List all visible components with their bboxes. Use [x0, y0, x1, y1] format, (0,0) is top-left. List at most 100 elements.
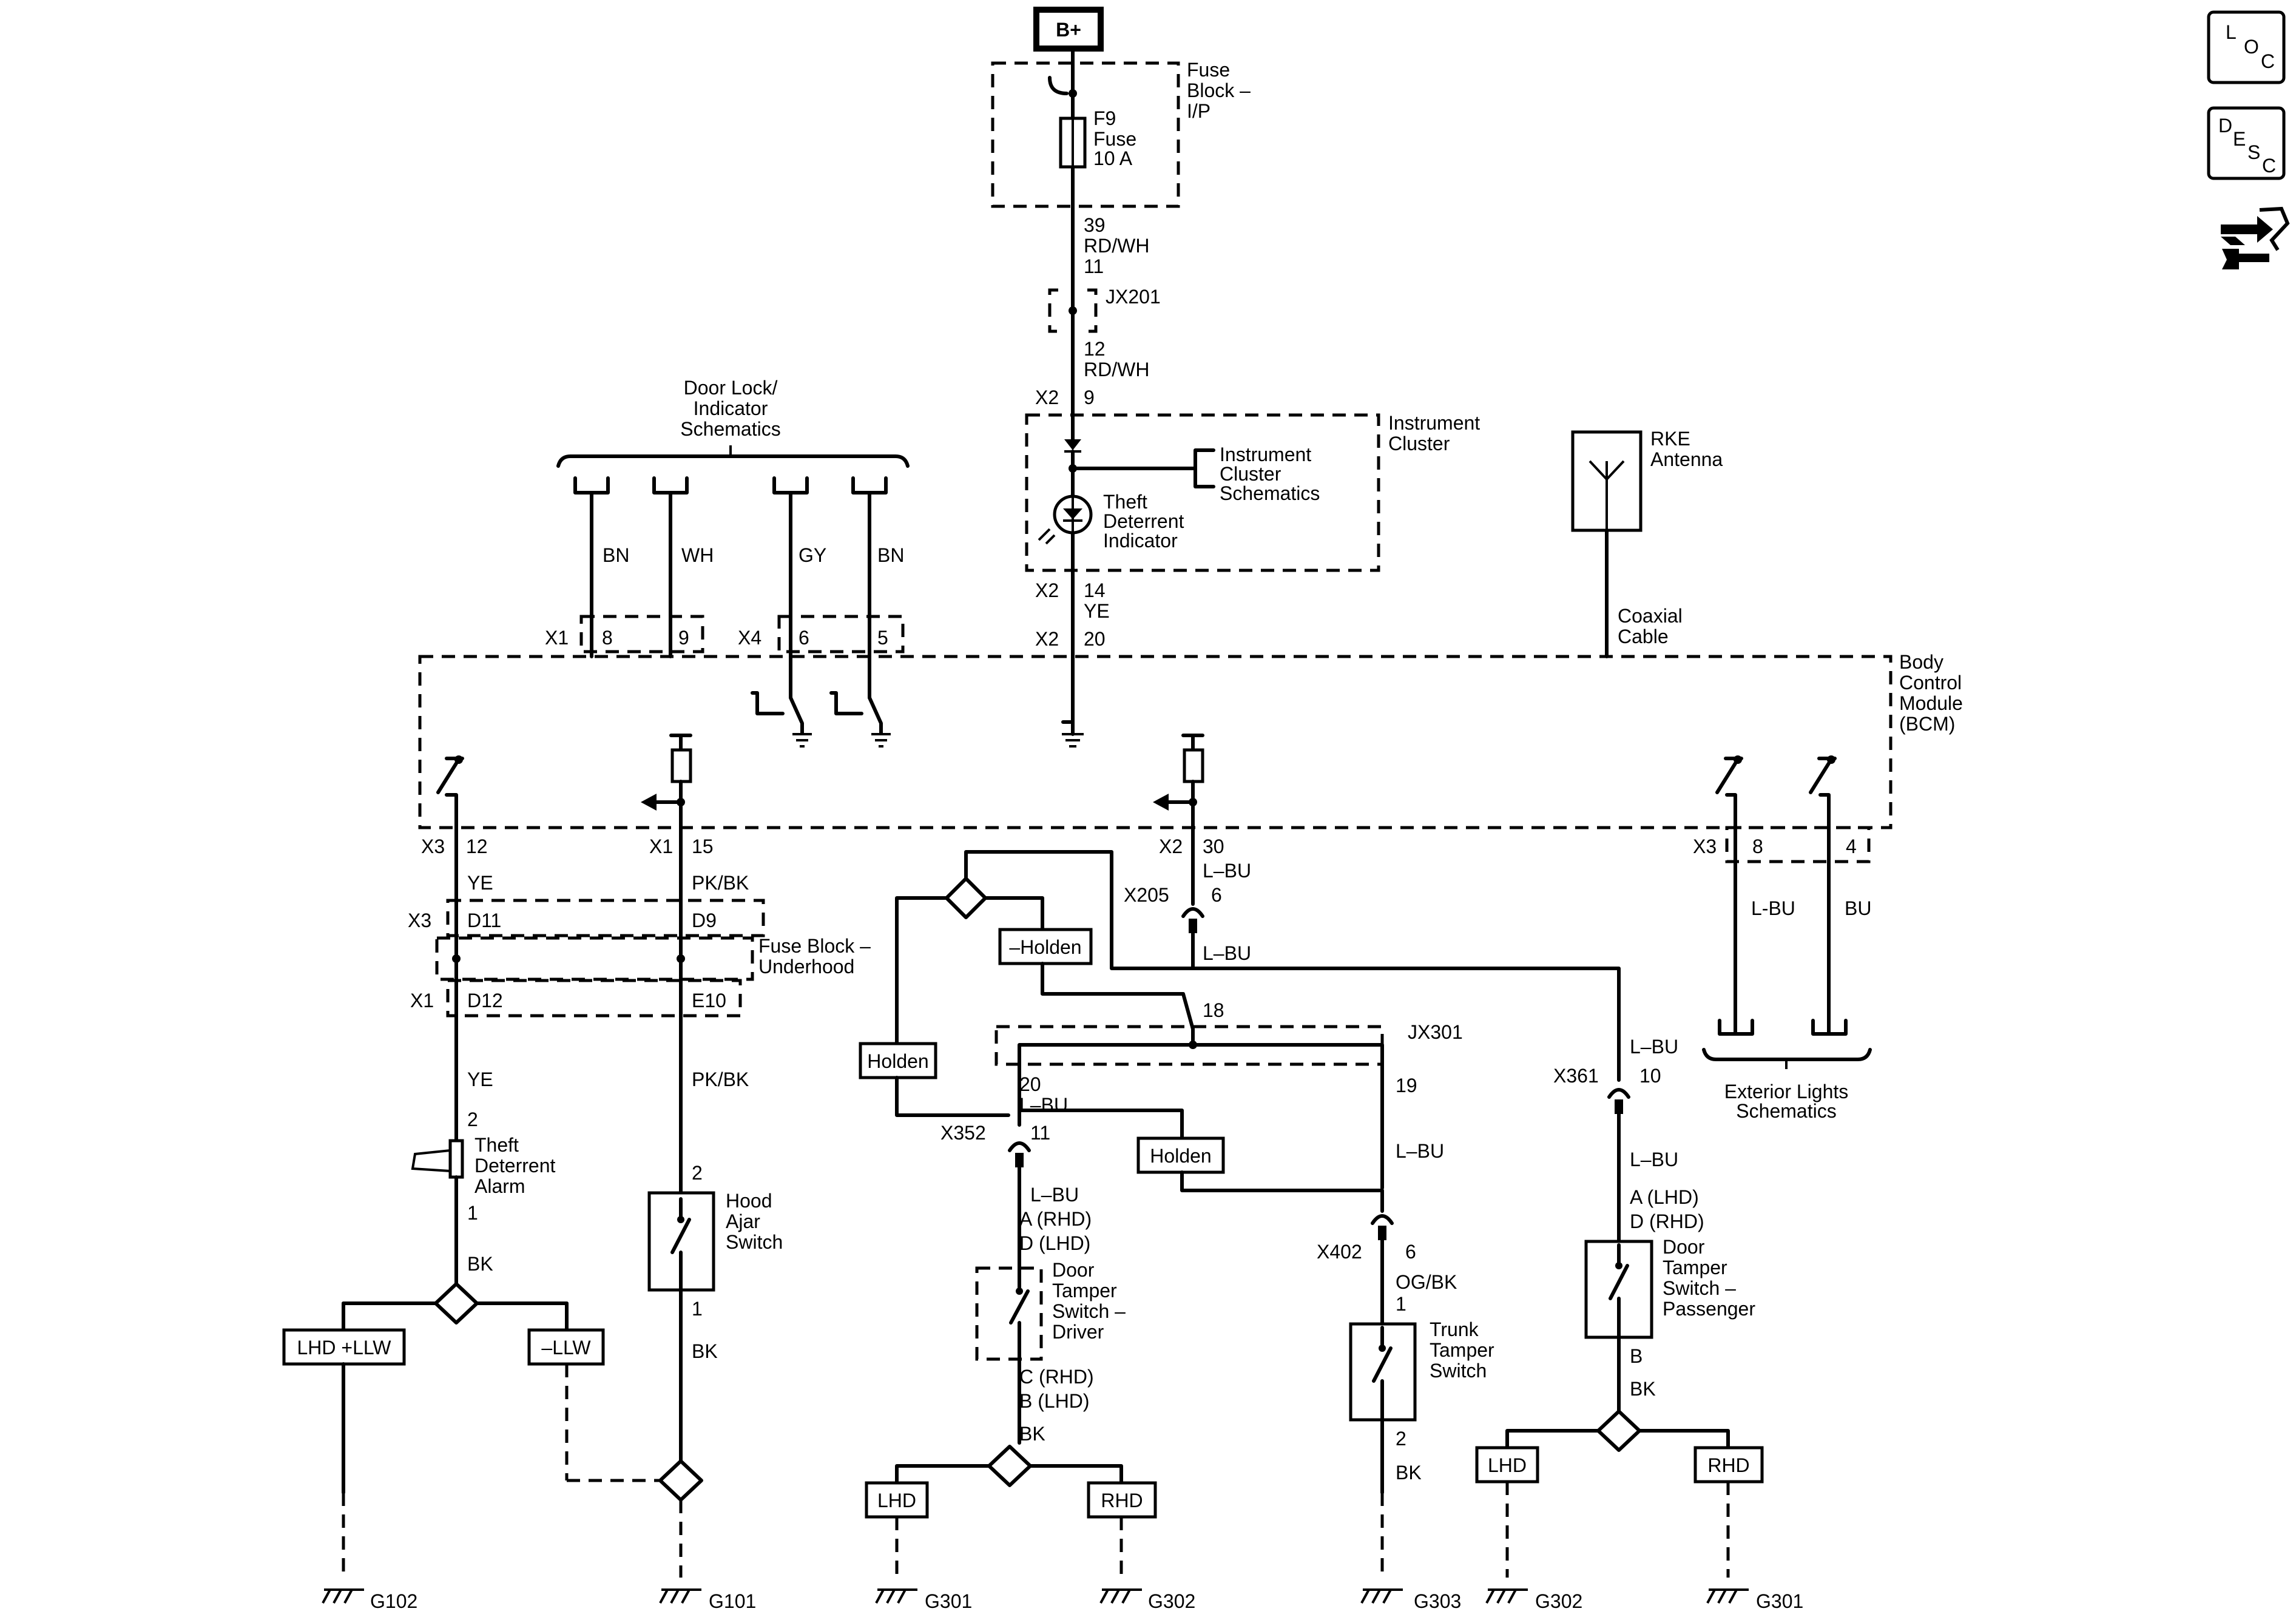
svg-text:X3: X3 — [1693, 836, 1717, 857]
ground-g102 — [322, 1588, 364, 1604]
svg-text:O: O — [2244, 36, 2259, 58]
svg-text:S: S — [2247, 141, 2260, 163]
svg-text:Deterrent: Deterrent — [1103, 510, 1184, 532]
svg-text:Driver: Driver — [1052, 1321, 1104, 1343]
svg-text:RHD: RHD — [1101, 1490, 1143, 1511]
svg-text:Indicator: Indicator — [1103, 530, 1178, 552]
svg-text:F9: F9 — [1093, 107, 1116, 129]
svg-text:YE: YE — [467, 872, 493, 894]
svg-text:X1: X1 — [649, 836, 673, 857]
svg-text:11: 11 — [1084, 255, 1104, 277]
svg-text:OG/BK: OG/BK — [1396, 1271, 1457, 1293]
svg-text:L–BU: L–BU — [1030, 1184, 1079, 1206]
svg-text:X4: X4 — [738, 627, 761, 649]
svg-text:14: 14 — [1084, 579, 1106, 601]
svg-text:E10: E10 — [692, 990, 726, 1011]
svg-text:X2: X2 — [1159, 836, 1183, 857]
svg-text:Switch: Switch — [1430, 1360, 1487, 1382]
ground-g301-b — [1706, 1588, 1749, 1604]
svg-text:C (RHD): C (RHD) — [1019, 1366, 1094, 1388]
svg-text:X402: X402 — [1317, 1241, 1362, 1263]
svg-text:Schematics: Schematics — [1736, 1100, 1836, 1122]
svg-text:Deterrent: Deterrent — [474, 1155, 556, 1176]
svg-text:15: 15 — [692, 836, 714, 857]
svg-text:WH: WH — [681, 544, 714, 566]
svg-text:Coaxial: Coaxial — [1618, 605, 1683, 627]
svg-text:39: 39 — [1084, 214, 1106, 236]
svg-text:G102: G102 — [370, 1590, 417, 1612]
body-control-module — [418, 655, 1893, 829]
svg-text:X2: X2 — [1035, 387, 1059, 408]
svg-text:9: 9 — [678, 627, 689, 649]
svg-text:Alarm: Alarm — [474, 1175, 525, 1197]
svg-text:A (RHD): A (RHD) — [1019, 1208, 1092, 1230]
svg-text:8: 8 — [1752, 836, 1763, 857]
svg-text:Schematics: Schematics — [1220, 482, 1320, 504]
svg-text:8: 8 — [602, 627, 613, 649]
svg-text:9: 9 — [1084, 387, 1095, 408]
option-lhd-1 — [865, 1481, 929, 1519]
ground-g301-a — [875, 1588, 917, 1604]
svg-text:X3: X3 — [421, 836, 445, 857]
svg-text:D (LHD): D (LHD) — [1019, 1232, 1090, 1254]
svg-text:30: 30 — [1203, 836, 1224, 857]
option-rhd-2 — [1693, 1446, 1764, 1484]
svg-text:G301: G301 — [925, 1590, 972, 1612]
door-tamper-switch-driver — [975, 1266, 1043, 1361]
svg-text:5: 5 — [877, 627, 888, 649]
svg-text:10 A: 10 A — [1093, 147, 1133, 169]
svg-text:Fuse: Fuse — [1187, 59, 1230, 81]
svg-text:X361: X361 — [1553, 1065, 1599, 1087]
svg-text:Cluster: Cluster — [1388, 433, 1450, 454]
svg-text:–LLW: –LLW — [541, 1337, 591, 1359]
svg-text:L: L — [2226, 21, 2237, 43]
instrument-cluster — [1025, 413, 1380, 572]
svg-text:LHD: LHD — [1488, 1454, 1527, 1476]
connector-wrench-icon[interactable] — [2221, 206, 2290, 269]
svg-text:G302: G302 — [1535, 1590, 1582, 1612]
svg-text:1: 1 — [692, 1298, 703, 1320]
svg-text:G302: G302 — [1148, 1590, 1195, 1612]
svg-text:Schematics: Schematics — [680, 418, 780, 440]
svg-text:Passenger: Passenger — [1663, 1298, 1755, 1320]
svg-text:PK/BK: PK/BK — [692, 1068, 749, 1090]
svg-text:D (RHD): D (RHD) — [1630, 1210, 1704, 1232]
svg-text:YE: YE — [1084, 600, 1110, 622]
svg-text:X2: X2 — [1035, 579, 1059, 601]
svg-text:G303: G303 — [1414, 1590, 1461, 1612]
svg-text:Module: Module — [1899, 692, 1963, 714]
battery-terminal: B+ — [1033, 7, 1104, 52]
desc-icon[interactable]: D E S C — [2207, 106, 2286, 180]
loc-icon[interactable]: L O C — [2207, 10, 2286, 84]
svg-text:L-BU: L-BU — [1751, 897, 1795, 919]
svg-text:D12: D12 — [467, 990, 503, 1011]
svg-text:RD/WH: RD/WH — [1084, 235, 1149, 257]
svg-text:Theft: Theft — [1103, 491, 1147, 513]
theft-deterrent-indicator-led — [1038, 495, 1093, 545]
svg-text:YE: YE — [467, 1068, 493, 1090]
svg-text:BK: BK — [467, 1253, 493, 1275]
option-rhd-1 — [1087, 1481, 1157, 1519]
svg-text:LHD +LLW: LHD +LLW — [297, 1337, 391, 1359]
svg-text:Cluster: Cluster — [1220, 463, 1281, 485]
option-no-llw — [527, 1328, 605, 1366]
svg-text:1: 1 — [467, 1202, 478, 1224]
svg-text:B+: B+ — [1056, 19, 1081, 41]
svg-text:X2: X2 — [1035, 628, 1059, 650]
svg-text:(BCM): (BCM) — [1899, 713, 1955, 735]
svg-text:BU: BU — [1845, 897, 1871, 919]
svg-text:JX201: JX201 — [1106, 286, 1161, 308]
svg-text:C: C — [2261, 50, 2275, 72]
svg-text:20: 20 — [1084, 628, 1106, 650]
svg-text:I/P: I/P — [1187, 100, 1210, 122]
svg-text:Switch: Switch — [726, 1231, 783, 1253]
svg-text:10: 10 — [1639, 1065, 1661, 1087]
svg-text:Fuse: Fuse — [1093, 128, 1136, 150]
option-no-holden — [998, 928, 1093, 965]
svg-text:Tamper: Tamper — [1052, 1280, 1117, 1301]
svg-text:X3: X3 — [408, 910, 431, 931]
svg-text:Block –: Block – — [1187, 79, 1251, 101]
svg-text:Tamper: Tamper — [1663, 1257, 1727, 1278]
svg-text:PK/BK: PK/BK — [692, 872, 749, 894]
svg-text:L–BU: L–BU — [1203, 942, 1251, 964]
